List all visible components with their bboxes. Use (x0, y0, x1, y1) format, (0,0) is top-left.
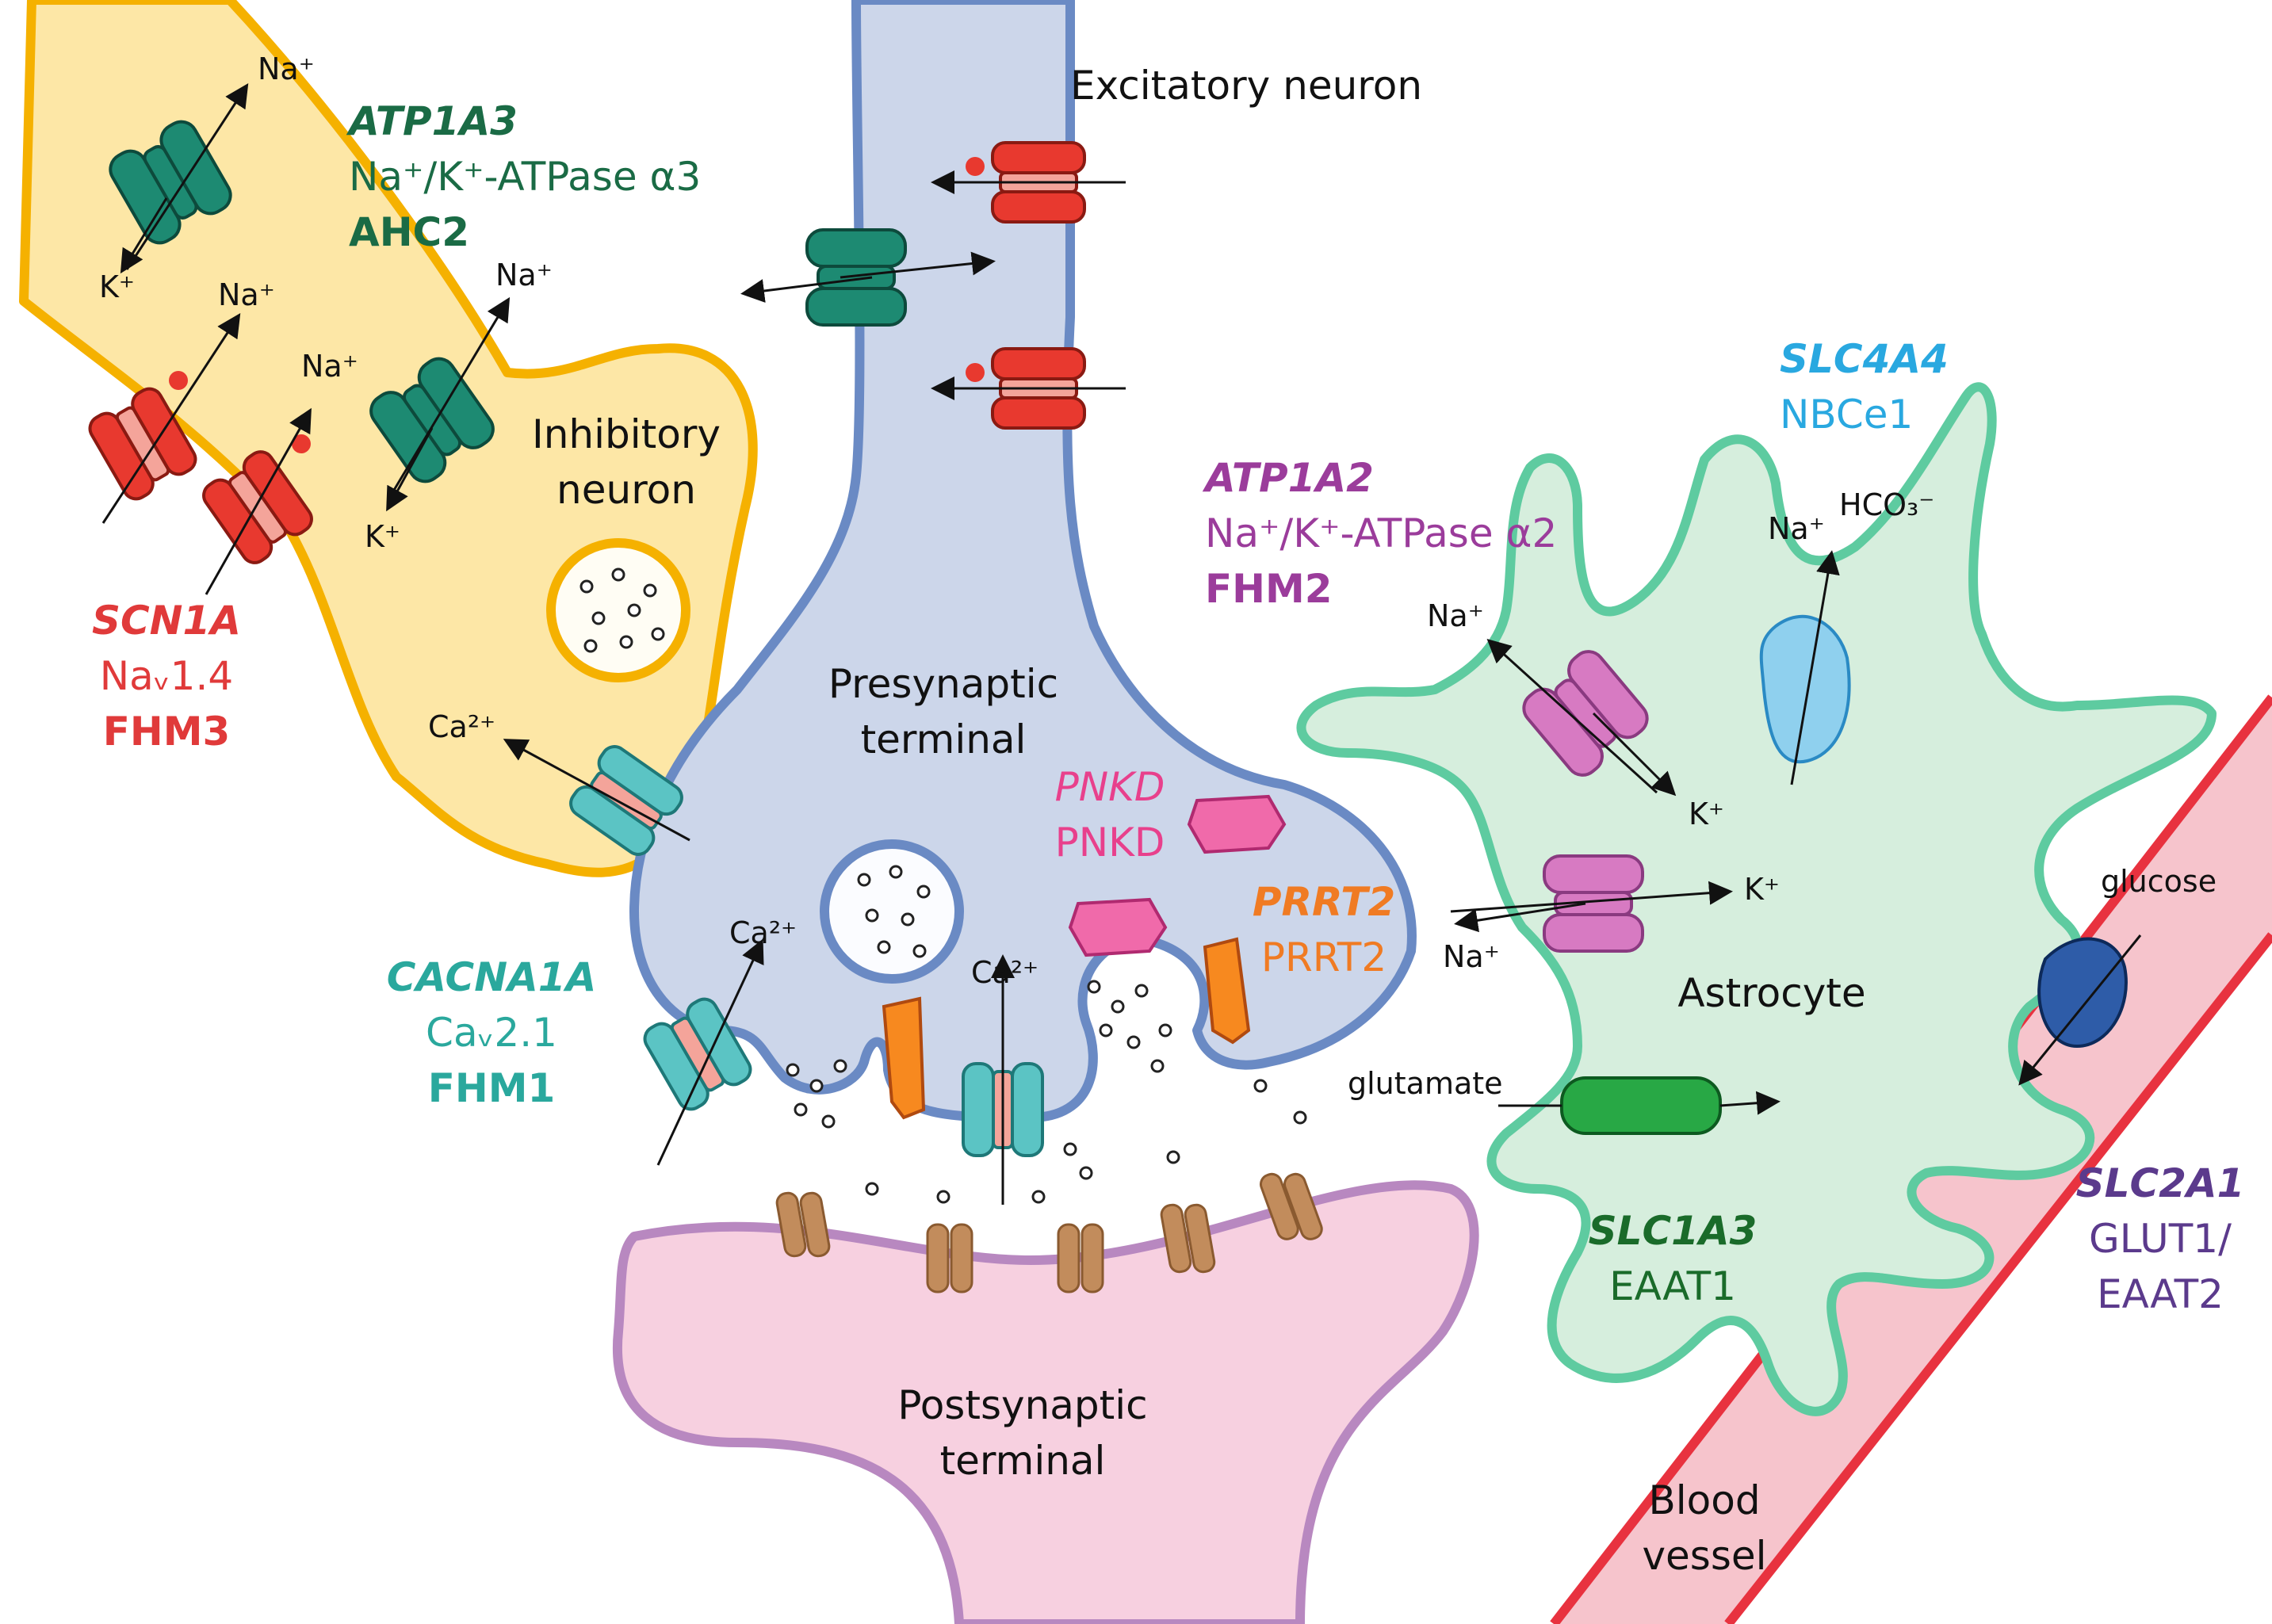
presynaptic-vesicle (820, 839, 964, 984)
slc1a3-labels: SLC1A3 EAAT1 (1589, 1208, 1758, 1309)
na-label: Na⁺ (1443, 939, 1500, 974)
ion-arrows (101, 82, 2142, 1205)
atp1a3-disease-label: AHC2 (349, 209, 469, 255)
scn1a-gate-4 (292, 434, 311, 453)
atp1a3-protein-label: Na⁺/K⁺-ATPase α3 (349, 154, 701, 200)
cacna1a-disease-label: FHM1 (428, 1065, 556, 1111)
prrt2-protein-2 (1203, 937, 1251, 1045)
astrocyte-label: Astrocyte (1677, 970, 1865, 1016)
hco3-label: HCO₃⁻ (1839, 487, 1934, 522)
na-label: Na⁺ (495, 258, 553, 292)
excitatory-neuron-label: Excitatory neuron (1070, 63, 1422, 109)
vesicle-dots (579, 567, 665, 653)
k-label: K⁺ (99, 269, 135, 304)
vesicle-dots (857, 865, 931, 958)
pnkd-gene-label: PNKD (1055, 764, 1165, 810)
blood-vessel-label-2: vessel (1642, 1533, 1766, 1579)
k-label: K⁺ (1689, 797, 1724, 831)
cacna1a-gene-label: CACNA1A (387, 954, 597, 1000)
inhibitory-neuron-label-1: Inhibitory (532, 411, 721, 457)
pnkd-protein-2 (1068, 897, 1168, 957)
na-label: Na⁺ (258, 52, 315, 86)
released-vesicle-dots (786, 980, 1307, 1204)
slc2a1-protein-label-1: GLUT1/ (2089, 1216, 2232, 1262)
na-label: Na⁺ (218, 277, 275, 312)
glucose-label: glucose (2101, 864, 2217, 899)
atp1a3-labels: ATP1A3 Na⁺/K⁺-ATPase α3 AHC2 (346, 98, 701, 255)
glutamate-label: glutamate (1348, 1066, 1503, 1101)
presynaptic-label-1: Presynaptic (828, 661, 1058, 707)
atp1a3-pump-3 (805, 228, 907, 327)
na-label: Na⁺ (1427, 598, 1484, 633)
postsynaptic-terminal (612, 1180, 1479, 1624)
k-label: K⁺ (1744, 872, 1780, 907)
atp1a2-disease-label: FHM2 (1205, 566, 1333, 612)
postsynaptic-label-1: Postsynaptic (897, 1382, 1147, 1428)
slc1a3-gene-label: SLC1A3 (1589, 1208, 1758, 1254)
slc1a3-transporter (1560, 1076, 1722, 1135)
postsynaptic-label-2: terminal (940, 1438, 1106, 1484)
prrt2-gene-label: PRRT2 (1253, 879, 1395, 925)
presynaptic-label-2: terminal (861, 716, 1027, 762)
ca-label: Ca²⁺ (971, 955, 1038, 990)
slc4a4-transporter (1759, 614, 1851, 764)
atp1a3-gene-label: ATP1A3 (346, 98, 518, 144)
ca-label: Ca²⁺ (428, 709, 495, 744)
scn1a-protein-label: Naᵥ1.4 (100, 653, 233, 699)
slc1a3-protein-label: EAAT1 (1609, 1263, 1736, 1309)
blood-vessel-label-1: Blood (1648, 1477, 1760, 1523)
slc4a4-labels: SLC4A4 NBCe1 (1780, 336, 1949, 438)
ca-label: Ca²⁺ (729, 915, 797, 950)
scn1a-gate-1 (966, 157, 985, 176)
cell-labels: Excitatory neuron Inhibitory neuron Pres… (532, 63, 1866, 1579)
slc2a1-labels: SLC2A1 GLUT1/ EAAT2 (2076, 1160, 2245, 1317)
prrt2-protein-1 (882, 996, 926, 1120)
na-label: Na⁺ (1768, 511, 1825, 546)
atp1a2-gene-label: ATP1A2 (1202, 455, 1374, 501)
astrocyte (1296, 382, 2217, 1416)
slc4a4-gene-label: SLC4A4 (1780, 336, 1949, 382)
slc4a4-protein-label: NBCe1 (1780, 392, 1913, 438)
inhibitory-vesicle (546, 538, 690, 682)
scn1a-disease-label: FHM3 (103, 709, 231, 755)
pnkd-labels: PNKD PNKD (1055, 764, 1165, 865)
pnkd-protein-label: PNKD (1055, 820, 1165, 865)
cacna1a-labels: CACNA1A Caᵥ2.1 FHM1 (387, 954, 597, 1111)
scn1a-gate-3 (169, 371, 188, 390)
slc2a1-gene-label: SLC2A1 (2076, 1160, 2245, 1206)
prrt2-protein-label: PRRT2 (1261, 934, 1387, 980)
pnkd-protein-1 (1187, 794, 1287, 854)
prrt2-labels: PRRT2 PRRT2 (1253, 879, 1395, 980)
blood-vessel-wall-right (1724, 932, 2272, 1624)
atp1a2-protein-label: Na⁺/K⁺-ATPase α2 (1205, 510, 1557, 556)
scn1a-labels: SCN1A Naᵥ1.4 FHM3 (92, 598, 241, 755)
k-label: K⁺ (365, 519, 400, 554)
slc2a1-protein-label-2: EAAT2 (2097, 1271, 2224, 1317)
ion-labels: Na⁺ K⁺ Na⁺ Na⁺ Na⁺ K⁺ Ca²⁺ Ca²⁺ Ca²⁺ Na⁺… (99, 52, 2217, 1101)
scn1a-gate-2 (966, 363, 985, 382)
scn1a-gene-label: SCN1A (92, 598, 241, 644)
na-label: Na⁺ (301, 349, 358, 384)
postsynaptic-receptors (775, 1172, 1323, 1293)
slc2a1-transporter (2037, 937, 2128, 1049)
inhibitory-neuron-label-2: neuron (557, 467, 696, 513)
cacna1a-protein-label: Caᵥ2.1 (426, 1010, 557, 1056)
atp1a2-labels: ATP1A2 Na⁺/K⁺-ATPase α2 FHM2 (1202, 455, 1557, 612)
